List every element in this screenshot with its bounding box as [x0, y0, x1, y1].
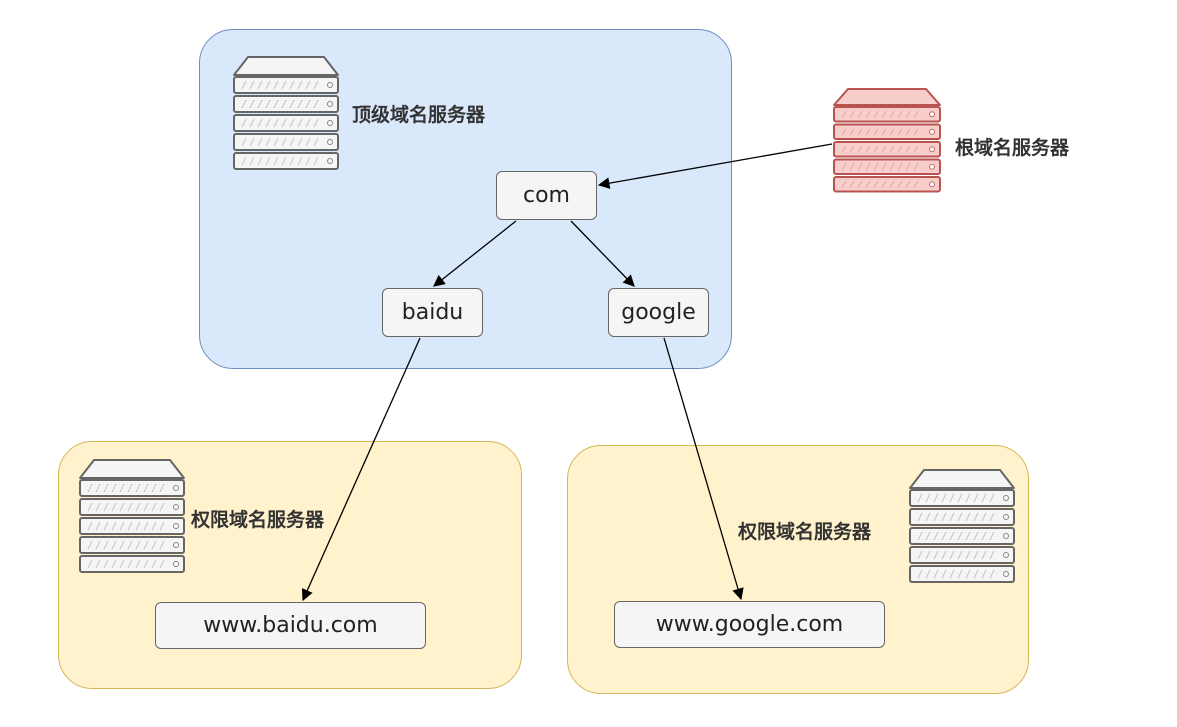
authoritative-server-right-icon	[909, 469, 1015, 583]
top-level-server-label: 顶级域名服务器	[352, 104, 486, 126]
authoritative-server-left-label: 权限域名服务器	[191, 509, 325, 531]
edge-com-to-google	[570, 220, 635, 287]
authoritative-server-right-label: 权限域名服务器	[738, 521, 872, 543]
edge-google-to-www-google	[663, 337, 744, 601]
www-google-node[interactable]: www.google.com	[614, 601, 885, 648]
top-level-server-icon	[233, 56, 339, 170]
edge-baidu-to-www-baidu	[301, 337, 421, 602]
google-node[interactable]: google	[608, 288, 709, 337]
root-server-icon	[833, 88, 941, 193]
edge-root-to-com	[597, 143, 833, 189]
baidu-node[interactable]: baidu	[382, 288, 483, 337]
www-baidu-node[interactable]: www.baidu.com	[155, 602, 426, 649]
authoritative-server-left-icon	[79, 459, 185, 573]
edge-com-to-baidu	[433, 220, 517, 287]
root-server-label: 根域名服务器	[955, 137, 1070, 159]
com-node[interactable]: com	[496, 171, 597, 220]
